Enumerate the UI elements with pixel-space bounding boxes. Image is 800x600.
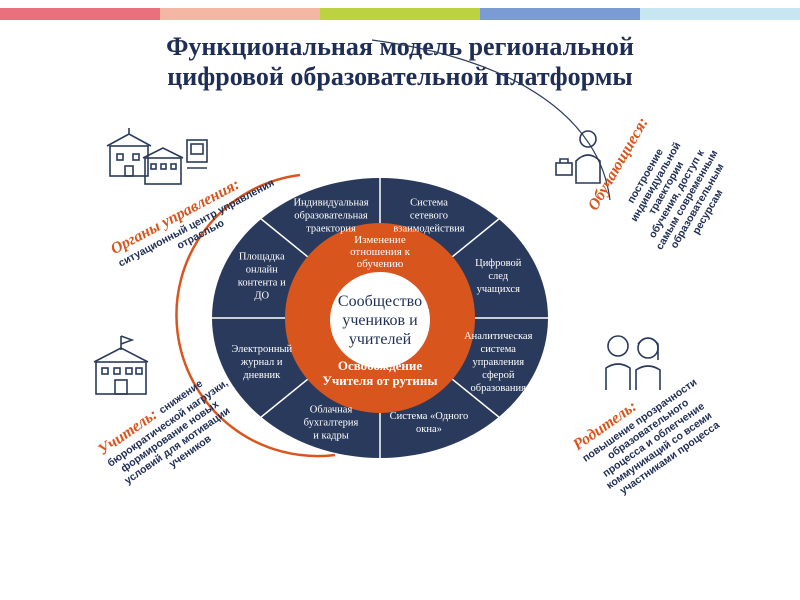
center-line: Сообщество bbox=[338, 293, 422, 310]
segment-label-line: сферой bbox=[482, 370, 515, 381]
inner-top-line: обучению bbox=[357, 258, 404, 270]
segment-label-line: траектория bbox=[306, 224, 356, 235]
top-color-stripes bbox=[0, 8, 800, 20]
segment-label-line: Облачная bbox=[310, 404, 353, 415]
segment-label-line: дневник bbox=[243, 370, 281, 381]
inner-bottom-line: Учителя от рутины bbox=[322, 373, 437, 388]
segment-label-line: учащихся bbox=[477, 284, 521, 295]
segment-label-line: Цифровой bbox=[475, 258, 522, 269]
page-title: Функциональная модель региональной цифро… bbox=[0, 32, 800, 92]
inner-top-line: отношения к bbox=[350, 246, 410, 258]
segment-label-line: взаимодействия bbox=[393, 224, 464, 235]
title-line-1: Функциональная модель региональной bbox=[166, 32, 634, 61]
segment-label-5: Система «Одного окна» bbox=[390, 411, 469, 435]
segment-label-6: Облачная бухгалтерия и кадры bbox=[304, 404, 359, 441]
stripe-4 bbox=[480, 8, 640, 20]
center-label: Сообщество учеников и учителей bbox=[338, 293, 422, 348]
segment-label-line: Система bbox=[410, 198, 448, 209]
segment-label-line: Система «Одного bbox=[390, 411, 469, 422]
decorative-arc bbox=[371, 39, 611, 201]
decorative-arc-2 bbox=[175, 173, 336, 458]
stripe-3 bbox=[320, 8, 480, 20]
segment-label-line: бухгалтерия bbox=[304, 417, 359, 428]
segment-label-line: образования bbox=[471, 383, 527, 394]
center-line: учителей bbox=[349, 331, 412, 348]
segment-label-line: управления bbox=[472, 357, 524, 368]
parents-icon bbox=[605, 335, 661, 390]
segment-label-line: Аналитическая bbox=[464, 331, 532, 342]
inner-bottom-line: Освобождение bbox=[338, 358, 423, 373]
center-disc bbox=[330, 272, 430, 368]
segment-label-line: журнал и bbox=[240, 357, 283, 368]
segment-label-line: след bbox=[488, 271, 508, 282]
stripe-2 bbox=[160, 8, 320, 20]
segment-label-3: Цифровой след учащихся bbox=[475, 258, 522, 295]
segment-label-line: Электронный bbox=[231, 344, 292, 355]
segment-label-line: окна» bbox=[416, 424, 442, 435]
teacher-icon bbox=[555, 130, 601, 184]
segment-label-line: Индивидуальная bbox=[293, 198, 368, 209]
segment-label-7: Электронный журнал и дневник bbox=[231, 344, 292, 381]
segment-label-line: ДО bbox=[254, 291, 269, 302]
segment-label-1: Индивидуальная образовательная траектория bbox=[293, 198, 368, 235]
center-line: учеников и bbox=[342, 312, 418, 329]
school-icon bbox=[93, 335, 149, 395]
segment-label-line: и кадры bbox=[313, 430, 349, 441]
segment-label-8: Площадка онлайн контента и ДО bbox=[238, 252, 286, 302]
segment-label-line: онлайн bbox=[246, 265, 278, 276]
inner-top-line: Изменение bbox=[354, 234, 406, 246]
segment-label-line: Площадка bbox=[239, 252, 285, 263]
segment-label-line: контента и bbox=[238, 278, 286, 289]
title-line-2: цифровой образовательной платформы bbox=[167, 62, 633, 91]
segment-label-line: система bbox=[481, 344, 517, 355]
stripe-5 bbox=[640, 8, 800, 20]
buildings-icon bbox=[106, 128, 208, 185]
segment-label-line: сетевого bbox=[410, 211, 448, 222]
segment-label-line: образовательная bbox=[294, 211, 368, 222]
stripe-1 bbox=[0, 8, 160, 20]
segment-label-2: Система сетевого взаимодействия bbox=[393, 198, 464, 235]
segment-label-4: Аналитическая система управления сферой обра… bbox=[464, 331, 532, 394]
